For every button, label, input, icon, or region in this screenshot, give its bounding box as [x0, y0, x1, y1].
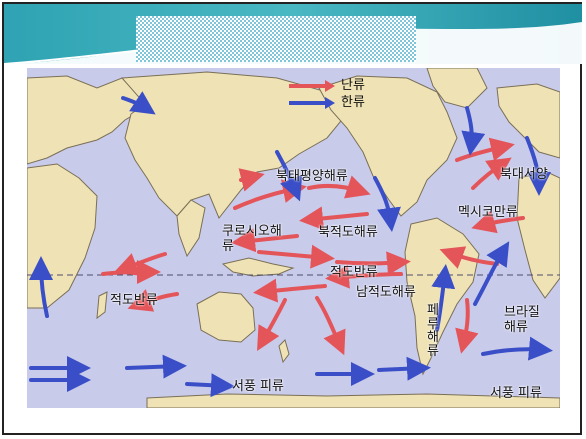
north-america-land	[318, 75, 458, 217]
warm-arrow	[471, 157, 512, 190]
slide-border	[2, 2, 582, 435]
antarctica-land	[146, 393, 560, 408]
label-west-wind-drift-left: 서풍 피류	[232, 379, 284, 394]
map-legend: 난류 한류	[285, 74, 375, 114]
label-brazil-current: 브라질해류	[504, 305, 540, 335]
cold-arrow	[125, 354, 187, 379]
warm-arrow	[335, 251, 411, 276]
cold-arrow	[373, 176, 401, 232]
europe-east-land	[496, 83, 560, 159]
warm-arrow	[455, 298, 479, 354]
label-gulf-stream: 멕시코만류	[458, 205, 518, 220]
cold-arrow	[431, 264, 456, 332]
legend-warm-label: 난류	[341, 78, 365, 93]
ocean-currents-map	[27, 68, 560, 408]
warm-arrow	[253, 278, 327, 303]
new-zealand-land	[278, 339, 290, 364]
cold-arrow	[377, 356, 431, 381]
label-kuroshio-current: 쿠로시오해류	[222, 224, 282, 254]
label-south-equatorial-current: 남적도해류	[356, 285, 416, 300]
warm-arrow	[315, 296, 346, 356]
cold-arrow	[29, 256, 54, 318]
warm-currents	[101, 137, 525, 356]
warm-arrow	[325, 264, 403, 289]
warm-arrow	[299, 206, 369, 231]
cold-arrow	[473, 241, 510, 306]
madagascar-land	[96, 291, 108, 320]
cold-arrow	[185, 373, 235, 398]
warm-arrow	[307, 175, 371, 199]
warm-arrow	[238, 168, 265, 192]
cold-arrow	[275, 150, 303, 202]
india-land	[176, 199, 206, 258]
label-north-pacific-current: 북태평양해류	[276, 169, 348, 184]
africa-east-land	[516, 171, 560, 299]
warm-arrow	[101, 260, 161, 285]
warm-arrow	[257, 298, 287, 351]
label-peru-current: 페루해류	[427, 303, 439, 359]
warm-arrow	[471, 210, 525, 234]
indonesia-land	[221, 257, 295, 277]
label-equatorial-countercurrent: 적도반류	[330, 265, 378, 280]
warm-arrow	[231, 228, 299, 253]
warm-arrow	[127, 289, 179, 312]
title-banner	[4, 4, 582, 64]
title-placeholder	[136, 16, 416, 62]
legend-arrows	[289, 80, 335, 109]
cold-arrow	[461, 106, 486, 156]
cold-arrow	[481, 336, 553, 361]
cold-arrow	[121, 91, 156, 115]
label-north-atlantic-current: 북대서양	[500, 167, 548, 182]
legend-cold-label: 한류	[341, 95, 365, 110]
cold-currents	[29, 91, 553, 398]
label-north-equatorial-current: 북적도해류	[318, 225, 378, 240]
landmasses	[27, 68, 560, 408]
label-west-wind-drift-right: 서풍 피류	[490, 386, 542, 401]
europe-land	[27, 75, 148, 165]
australia-land	[196, 291, 256, 343]
label-indian-countercurrent: 적도반류	[110, 293, 158, 308]
warm-arrow	[113, 252, 167, 276]
warm-arrow	[257, 244, 335, 269]
cold-arrow	[525, 136, 551, 196]
